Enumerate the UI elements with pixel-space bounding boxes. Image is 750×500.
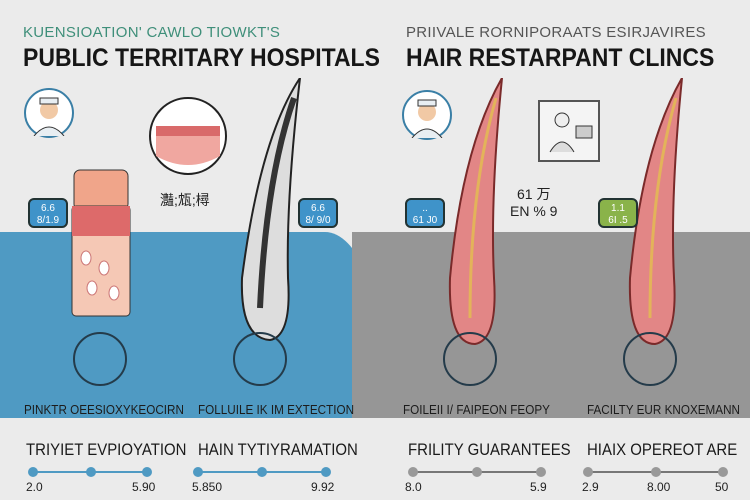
certification-emblem-icon (443, 332, 497, 386)
right-title: HAIR RESTARPANT CLINCS (406, 44, 715, 72)
left-subtitle: KUENSIOATION' CAWLO TIOWKT'S (23, 24, 281, 41)
left-caption-1: PINKTR OEESIOXYKEOCIRN (24, 402, 184, 417)
stat-title: HAIN TYTIYRAMATION (198, 440, 358, 459)
left-caption-2: FOLLUILE IK IM EXTECTION (198, 402, 355, 417)
public-section-band (0, 232, 385, 418)
stat-title: FRILITY GUARANTEES (408, 440, 571, 459)
left-center-label: 灎;瓭;樳 (160, 192, 210, 208)
certification-emblem-icon (233, 332, 287, 386)
badge-value: 8/1.9 (36, 215, 60, 226)
stat-slider (193, 467, 331, 477)
certification-emblem-icon (73, 332, 127, 386)
doctor-avatar-icon (24, 88, 74, 138)
right-caption-1: FOILEII I/ FAIPEON FEOPY (403, 402, 550, 417)
certification-emblem-icon (623, 332, 677, 386)
stat-value: 5.90 (132, 480, 156, 494)
stat-slider (408, 467, 546, 477)
stat-badge: ..61 J0 (405, 198, 445, 228)
right-subtitle: PRIIVALE RORNIPORAATS ESIRJAVIRES (406, 24, 706, 41)
stat-value: 5.9 (530, 480, 547, 494)
stat-value: 8.0 (405, 480, 422, 494)
stat-value: 2.9 (582, 480, 599, 494)
right-center-label-line: 61 万 (517, 186, 551, 202)
badge-top: 1.1 (611, 203, 625, 214)
pink-hair-follicle-icon (448, 78, 503, 346)
stat-value: 50 (715, 480, 729, 494)
stat-value: 2.0 (26, 480, 43, 494)
left-title: PUBLIC TERRITARY HOSPITALS (23, 44, 380, 72)
doctor-at-computer-icon (538, 100, 600, 162)
badge-top: 6.6 (311, 203, 325, 214)
stat-value: 8.00 (647, 480, 671, 494)
badge-value: 8/ 9/0 (305, 215, 331, 226)
stat-value: 9.92 (311, 480, 335, 494)
doctor-avatar-icon (402, 90, 452, 140)
right-caption-2: FACILTY EUR KNOXEMANN (587, 402, 740, 417)
stat-value: 5.850 (192, 480, 223, 494)
skin-section-icon (149, 97, 227, 175)
stat-title: HIAIX OPEREOT ARE (587, 440, 738, 459)
badge-value: 61 J0 (412, 215, 438, 226)
private-section-band (352, 232, 750, 418)
gray-hair-follicle-icon (240, 78, 301, 342)
badge-value: 6I .5 (608, 215, 628, 226)
stat-slider (583, 467, 728, 477)
stat-slider (28, 467, 152, 477)
right-center-label-line: EN % 9 (510, 203, 558, 219)
hair-follicle-container-icon (71, 169, 131, 317)
stat-title: TRIYIET EVPIOYATION (26, 440, 187, 459)
badge-top: 6.6 (41, 203, 55, 214)
badge-top: .. (422, 203, 428, 214)
